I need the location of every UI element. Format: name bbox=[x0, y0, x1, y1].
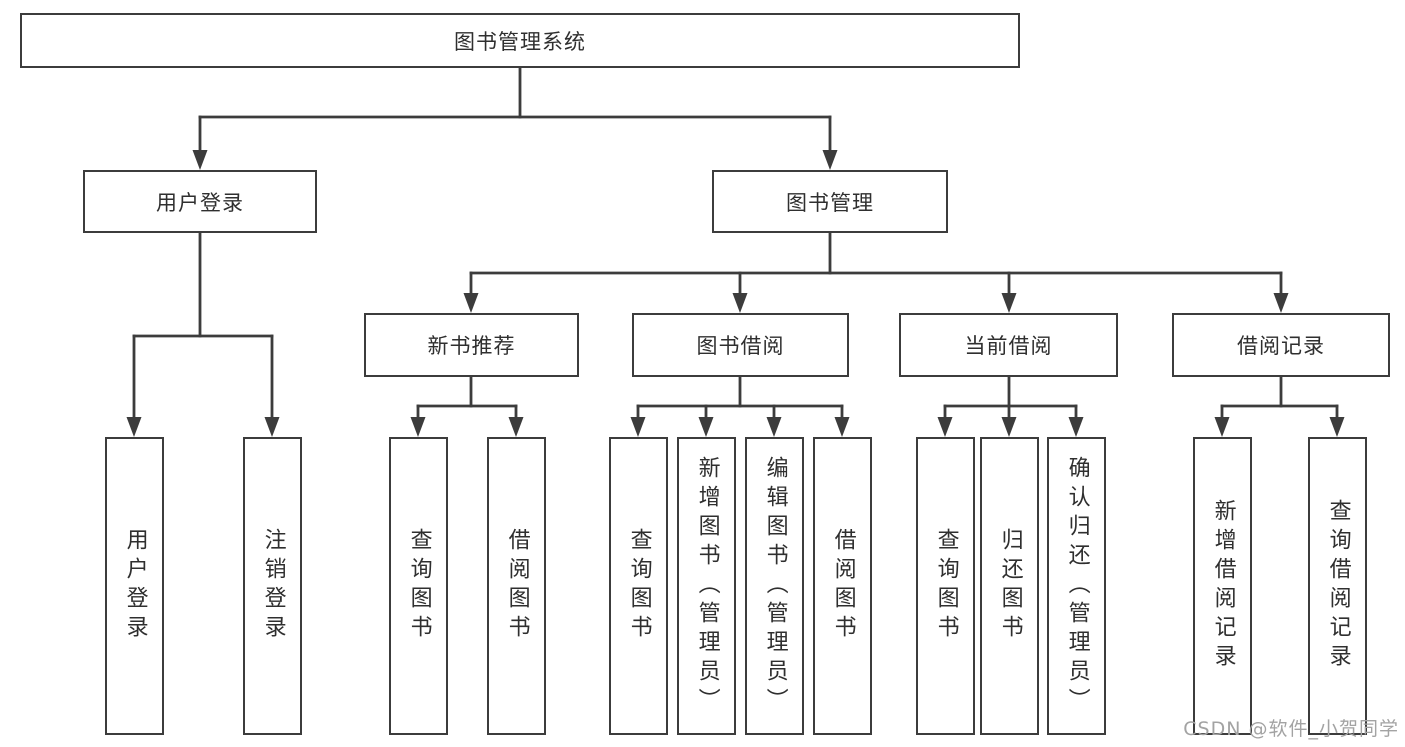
node-leaf-query-books-current: 查询图书 bbox=[916, 437, 975, 735]
connector-root-to-level2 bbox=[192, 66, 838, 170]
node-new-book-recommend-label: 新书推荐 bbox=[427, 334, 516, 358]
node-current-borrowing-label: 当前借阅 bbox=[964, 334, 1053, 358]
node-borrowing-records-label: 借阅记录 bbox=[1237, 334, 1325, 358]
node-leaf-confirm-return-admin-label: 确认归还（管理员） bbox=[1064, 455, 1090, 717]
node-leaf-user-login-label: 用户登录 bbox=[122, 528, 148, 644]
csdn-watermark: CSDN @软件_小贺同学 bbox=[1183, 718, 1399, 740]
connector-user-login-to-leaves bbox=[126, 231, 280, 437]
node-library-system-label: 图书管理系统 bbox=[454, 29, 586, 54]
node-leaf-query-books-recommend: 查询图书 bbox=[389, 437, 448, 735]
node-leaf-query-books-current-label: 查询图书 bbox=[933, 528, 959, 644]
node-leaf-add-borrowing-record-label: 新增借阅记录 bbox=[1210, 499, 1236, 673]
node-leaf-return-books-label: 归还图书 bbox=[997, 528, 1023, 644]
node-leaf-edit-books-admin: 编辑图书（管理员） bbox=[745, 437, 804, 735]
node-leaf-borrow-books-recommend: 借阅图书 bbox=[487, 437, 546, 735]
node-leaf-add-books-admin-label: 新增图书（管理员） bbox=[694, 455, 720, 717]
node-leaf-query-books-borrowing: 查询图书 bbox=[609, 437, 668, 735]
connector-current-borrowing-to-leaves bbox=[937, 375, 1084, 437]
node-book-management: 图书管理 bbox=[712, 170, 948, 233]
node-library-system: 图书管理系统 bbox=[20, 13, 1020, 68]
connector-book-borrowing-to-leaves bbox=[630, 375, 850, 437]
connector-book-management-to-level3 bbox=[463, 231, 1289, 313]
node-leaf-borrow-books-borrowing-label: 借阅图书 bbox=[830, 528, 856, 644]
node-leaf-confirm-return-admin: 确认归还（管理员） bbox=[1047, 437, 1106, 735]
node-leaf-return-books: 归还图书 bbox=[980, 437, 1039, 735]
node-leaf-borrow-books-recommend-label: 借阅图书 bbox=[504, 528, 530, 644]
node-leaf-query-borrowing-record-label: 查询借阅记录 bbox=[1325, 499, 1351, 673]
node-leaf-logout: 注销登录 bbox=[243, 437, 302, 735]
node-leaf-query-borrowing-record: 查询借阅记录 bbox=[1308, 437, 1367, 735]
node-leaf-logout-label: 注销登录 bbox=[260, 528, 286, 644]
connector-new-book-recommend-to-leaves bbox=[410, 375, 524, 437]
node-leaf-borrow-books-borrowing: 借阅图书 bbox=[813, 437, 872, 735]
node-book-borrowing: 图书借阅 bbox=[632, 313, 849, 377]
node-leaf-add-borrowing-record: 新增借阅记录 bbox=[1193, 437, 1252, 735]
node-leaf-user-login: 用户登录 bbox=[105, 437, 164, 735]
node-current-borrowing: 当前借阅 bbox=[899, 313, 1118, 377]
node-leaf-edit-books-admin-label: 编辑图书（管理员） bbox=[762, 455, 788, 717]
connector-borrowing-records-to-leaves bbox=[1214, 375, 1345, 437]
node-new-book-recommend: 新书推荐 bbox=[364, 313, 579, 377]
node-leaf-query-books-recommend-label: 查询图书 bbox=[406, 528, 432, 644]
node-leaf-add-books-admin: 新增图书（管理员） bbox=[677, 437, 736, 735]
node-user-login: 用户登录 bbox=[83, 170, 317, 233]
node-user-login-label: 用户登录 bbox=[156, 190, 244, 215]
node-borrowing-records: 借阅记录 bbox=[1172, 313, 1390, 377]
node-book-management-label: 图书管理 bbox=[786, 190, 874, 215]
node-leaf-query-books-borrowing-label: 查询图书 bbox=[626, 528, 652, 644]
node-book-borrowing-label: 图书借阅 bbox=[696, 334, 785, 358]
